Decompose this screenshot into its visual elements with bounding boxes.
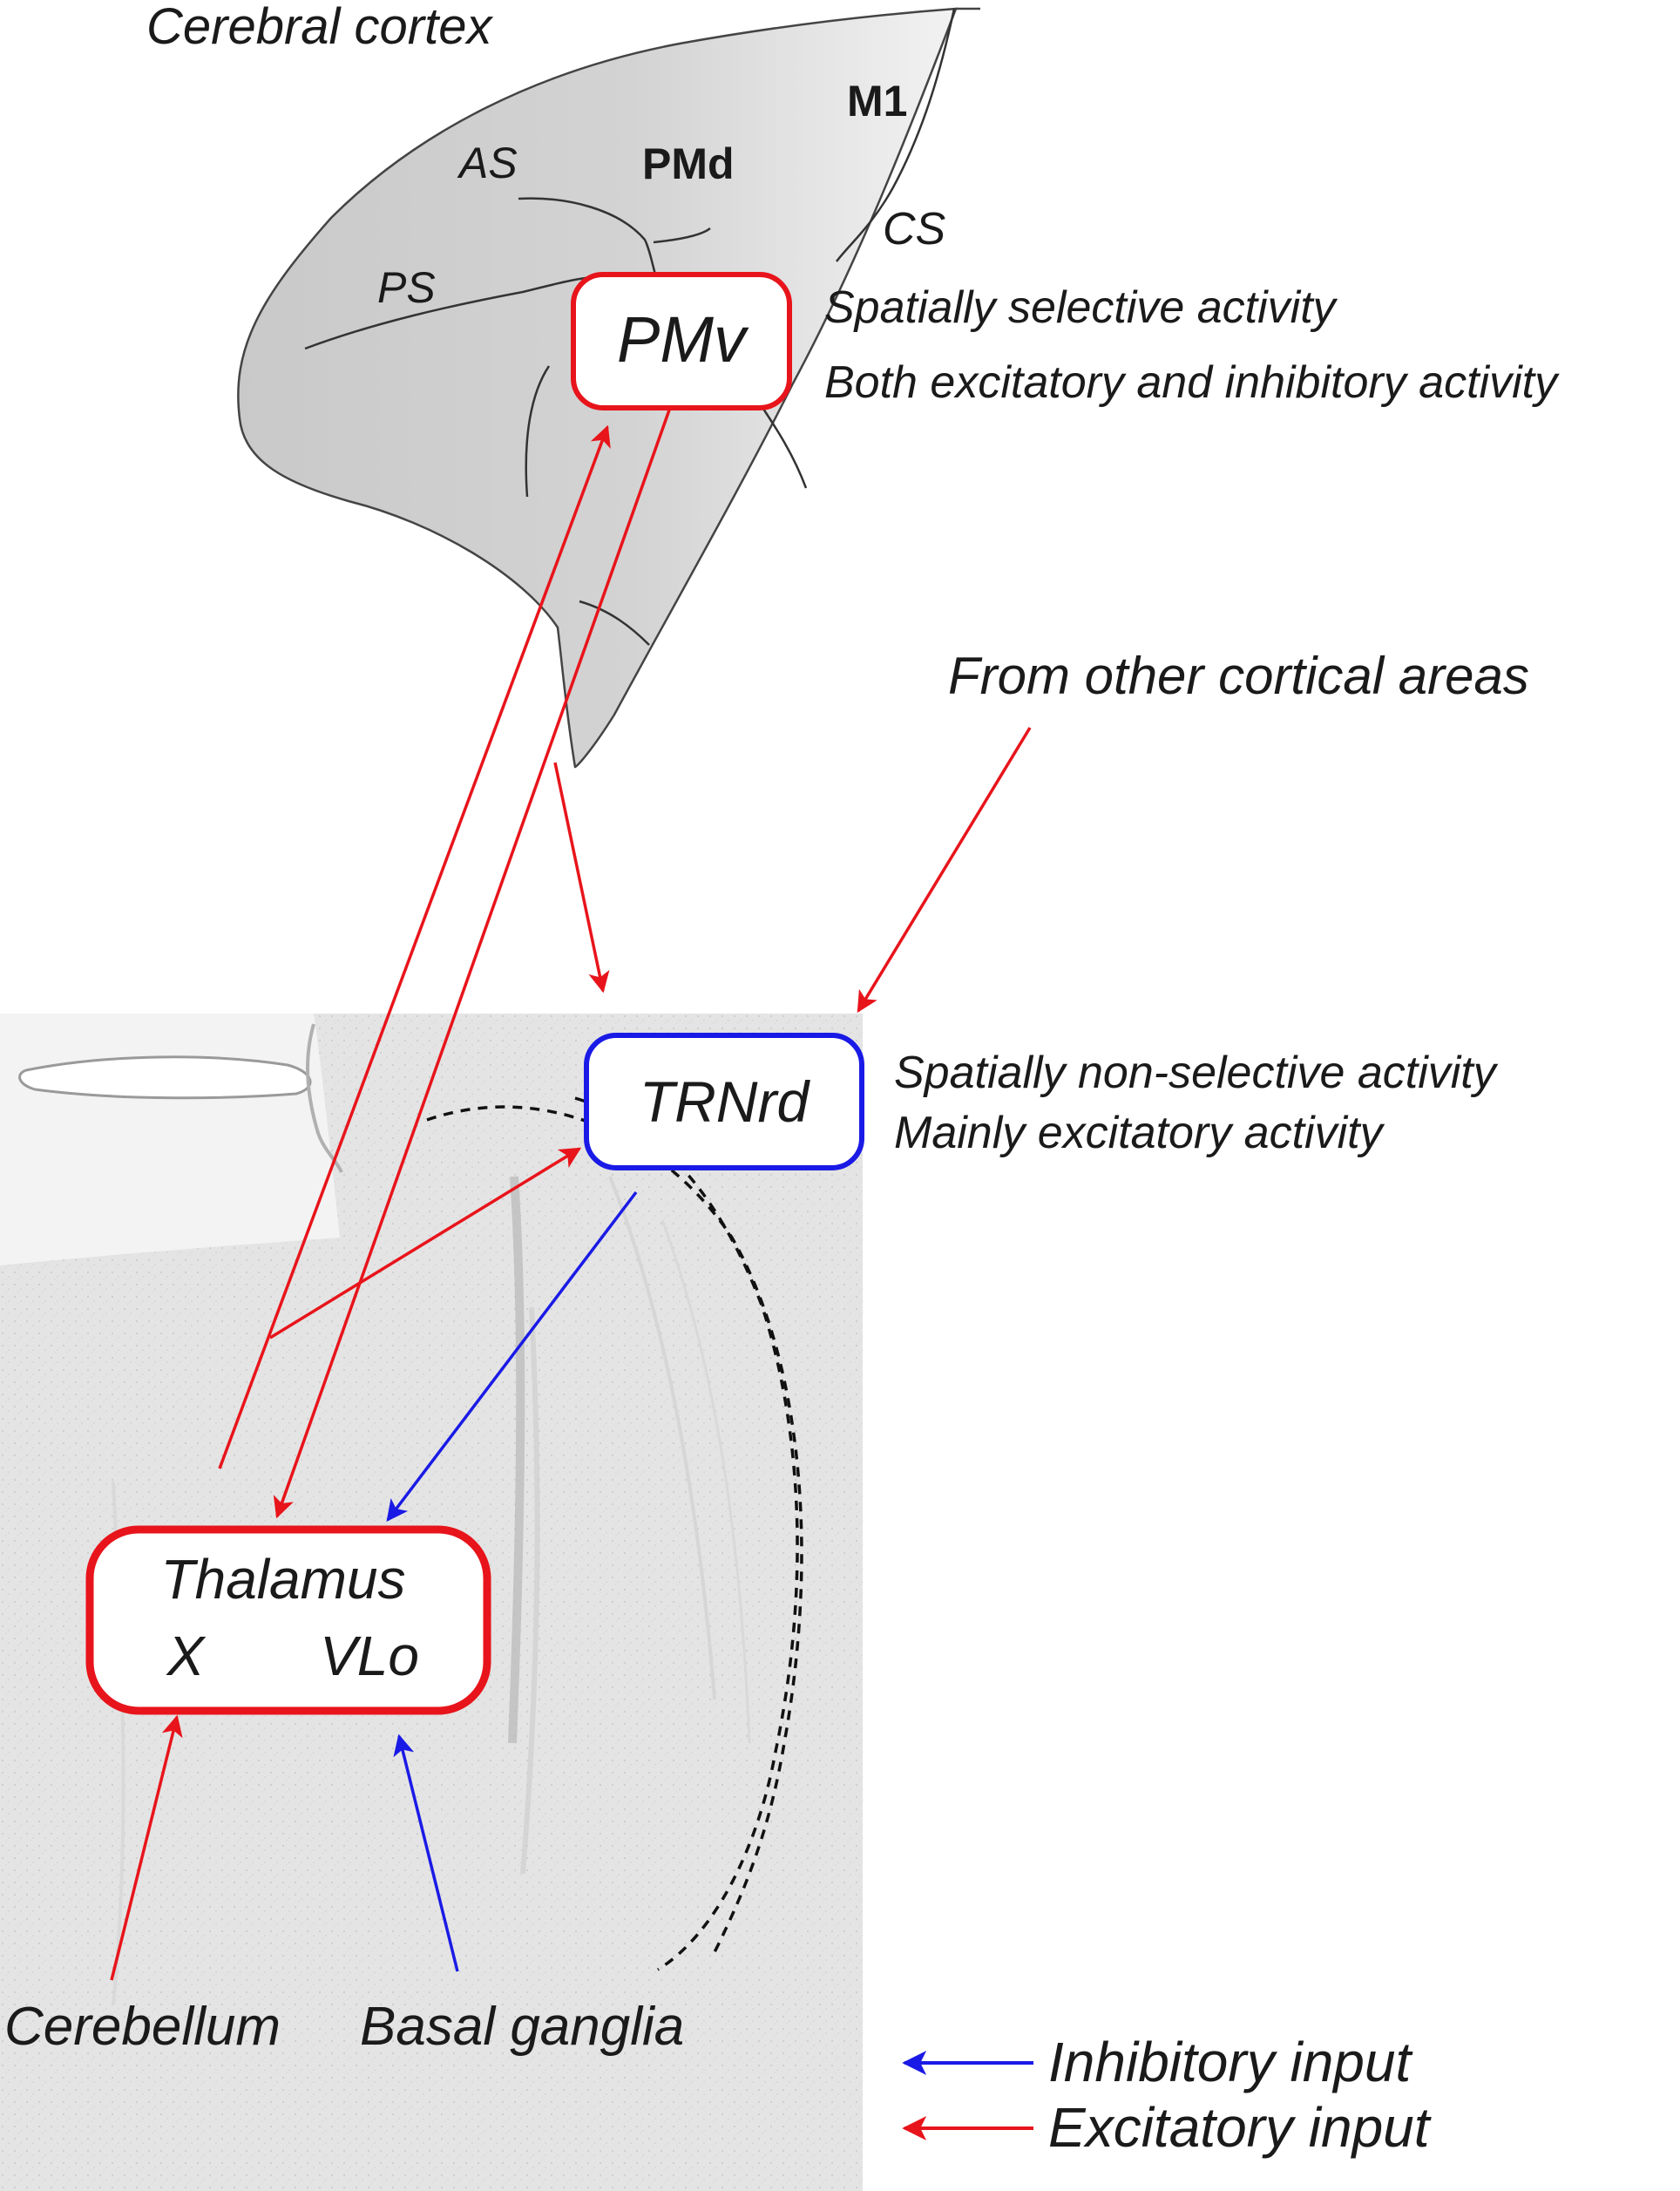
as-sulcus <box>518 197 657 275</box>
pmv-label: PMv <box>617 303 749 376</box>
cortex-title: Cerebral cortex <box>146 0 493 55</box>
basal-ganglia-to-thalamus-arrow <box>393 1733 459 1972</box>
basal-ganglia-label: Basal ganglia <box>360 1997 684 2057</box>
ps-label: PS <box>377 263 436 312</box>
other-cortical-label: From other cortical areas <box>948 647 1529 705</box>
cs-label: CS <box>883 204 946 254</box>
thalamus-to-pmv-arrow <box>218 424 611 1469</box>
thalamus-vlo-label: VLo <box>320 1625 419 1687</box>
pmv-to-thalamus-arrow <box>273 390 678 1519</box>
pmv-note-2: Both excitatory and inhibitory activity <box>824 357 1560 408</box>
pmv-note-1: Spatially selective activity <box>824 282 1338 333</box>
legend-excitatory-label: Excitatory input <box>1048 2096 1432 2159</box>
thalamus-node: Thalamus X VLo <box>85 1525 491 1715</box>
ps-sulcus <box>304 275 593 350</box>
trnrd-note-1: Spatially non-selective activity <box>894 1048 1499 1098</box>
other-cortex-to-trn-arrow <box>857 727 1032 1014</box>
as-label: AS <box>457 139 518 187</box>
thalamus-x-label: X <box>166 1625 207 1687</box>
legend: Inhibitory input Excitatory input <box>902 2031 1432 2159</box>
pmv-node: PMv <box>571 272 792 410</box>
thalamus-to-trn-collateral-arrow <box>269 1147 582 1340</box>
legend-inhibitory-label: Inhibitory input <box>1048 2031 1412 2093</box>
m1-label: M1 <box>847 77 907 125</box>
thalamus-label: Thalamus <box>161 1548 406 1611</box>
trn-to-thalamus-arrow <box>386 1190 638 1522</box>
pmd-label: PMd <box>642 139 735 188</box>
connections <box>110 390 1032 1981</box>
cerebellum-label: Cerebellum <box>4 1997 281 2057</box>
pmv-to-trn-collateral-arrow <box>553 762 610 994</box>
trnrd-note-2: Mainly excitatory activity <box>894 1108 1385 1158</box>
trnrd-node: TRNrd <box>584 1033 864 1170</box>
cerebellum-to-thalamus-arrow <box>110 1714 183 1981</box>
cs-sulcus <box>836 8 956 262</box>
trnrd-label: TRNrd <box>640 1069 811 1134</box>
